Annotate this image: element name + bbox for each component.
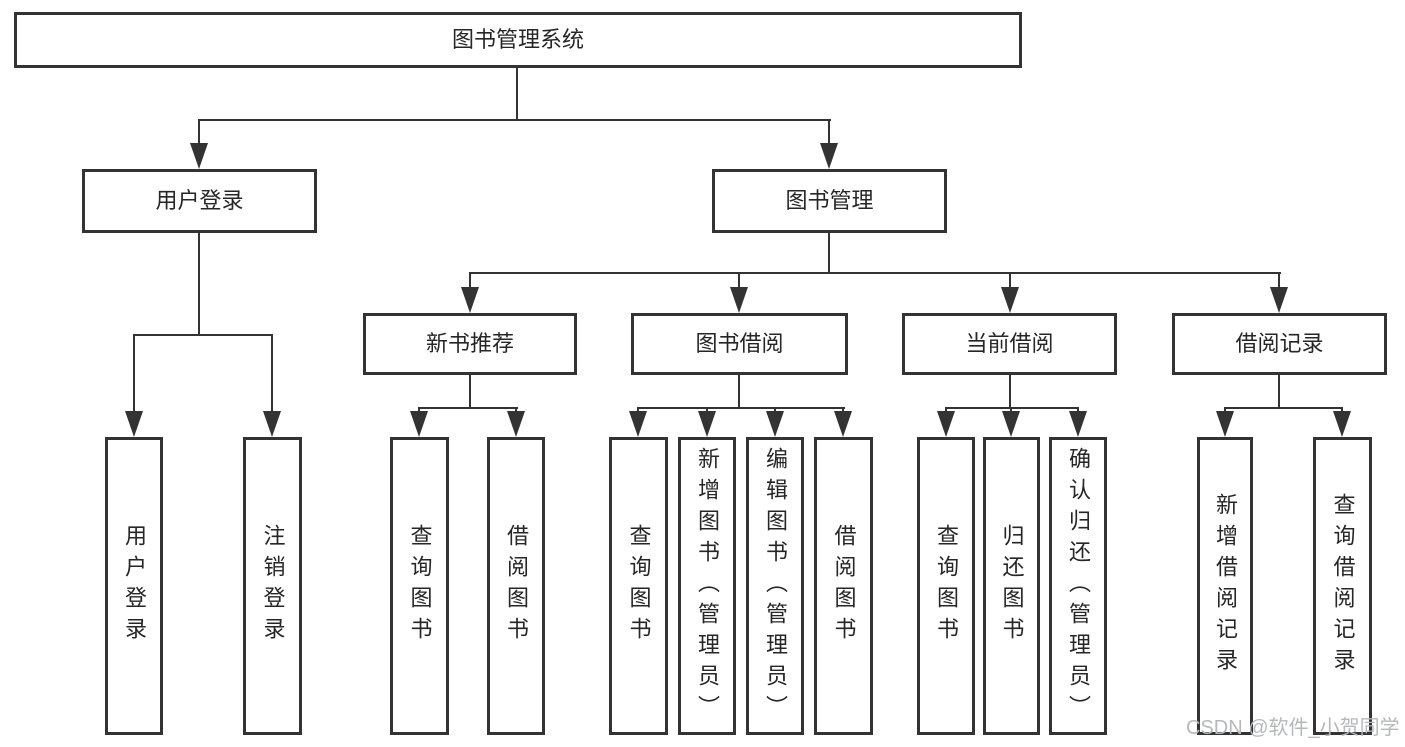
arrowhead-c4: [834, 411, 852, 437]
arrowhead-c3: [766, 411, 784, 437]
arrowhead-b1: [410, 411, 428, 437]
leaf-user-login: 用户登录: [105, 437, 163, 735]
arrowhead-new-book: [461, 287, 479, 313]
arrowhead-e1: [1216, 411, 1234, 437]
leaf-add-books-admin: 新增图书（管理员）: [678, 437, 736, 735]
connector-to-user-login: [198, 119, 200, 157]
arrowhead-book-management: [820, 143, 838, 169]
connector-current-children-horizontal: [945, 407, 1079, 409]
connector-user-login-down: [198, 233, 200, 336]
connector-book-borrow-children-horizontal: [637, 407, 845, 409]
leaf-query-books-borrow: 查询图书: [609, 437, 668, 735]
connector-to-book-management: [828, 119, 830, 157]
arrowhead-leaf-logout: [263, 411, 281, 437]
connector-book-borrow-down: [738, 375, 740, 409]
leaf-query-books-recommend: 查询图书: [390, 437, 449, 735]
connector-to-leaf-login: [133, 334, 135, 416]
connector-new-book-down: [469, 375, 471, 409]
connector-to-current-borrow: [1009, 272, 1011, 294]
leaf-confirm-return-admin: 确认归还（管理员）: [1049, 437, 1107, 735]
connector-level2-horizontal: [198, 119, 831, 121]
arrowhead-d2: [1002, 411, 1020, 437]
connector-to-leaf-logout: [271, 334, 273, 416]
csdn-watermark: CSDN @软件_小贺同学: [1186, 717, 1400, 739]
leaf-add-borrow-record: 新增借阅记录: [1197, 437, 1253, 735]
connector-new-book-children-horizontal: [418, 407, 518, 409]
arrowhead-current-borrow: [1001, 287, 1019, 313]
connector-current-borrow-down: [1009, 375, 1011, 409]
leaf-logout: 注销登录: [243, 437, 302, 735]
arrowhead-e2: [1333, 411, 1351, 437]
leaf-edit-books-admin: 编辑图书（管理员）: [746, 437, 804, 735]
connector-to-borrow-records: [1278, 272, 1280, 294]
connector-root-down: [516, 68, 518, 121]
connector-to-book-borrow: [738, 272, 740, 294]
node-root-system: 图书管理系统: [14, 12, 1022, 68]
node-book-management: 图书管理: [712, 169, 947, 233]
arrowhead-d3: [1069, 411, 1087, 437]
arrowhead-c2: [698, 411, 716, 437]
node-user-login: 用户登录: [82, 169, 317, 233]
connector-borrow-records-down: [1278, 375, 1280, 409]
arrowhead-book-borrow: [730, 287, 748, 313]
node-book-borrow: 图书借阅: [631, 313, 848, 375]
connector-book-management-down: [828, 233, 830, 274]
node-current-borrow: 当前借阅: [902, 313, 1117, 375]
leaf-query-borrow-record: 查询借阅记录: [1313, 437, 1372, 735]
leaf-borrow-books-recommend: 借阅图书: [487, 437, 545, 735]
node-borrow-records: 借阅记录: [1172, 313, 1387, 375]
arrowhead-d1: [937, 411, 955, 437]
connector-user-children-horizontal: [133, 334, 273, 336]
connector-records-children-horizontal: [1224, 407, 1343, 409]
node-new-book-recommend: 新书推荐: [363, 313, 577, 375]
leaf-borrow-books: 借阅图书: [814, 437, 873, 735]
arrowhead-c1: [629, 411, 647, 437]
connector-level3-horizontal: [469, 272, 1281, 274]
arrowhead-b2: [507, 411, 525, 437]
arrowhead-leaf-login: [125, 411, 143, 437]
leaf-return-books: 归还图书: [983, 437, 1040, 735]
arrowhead-user-login: [190, 143, 208, 169]
arrowhead-borrow-records: [1270, 287, 1288, 313]
connector-to-new-book: [469, 272, 471, 294]
leaf-query-books-current: 查询图书: [917, 437, 975, 735]
